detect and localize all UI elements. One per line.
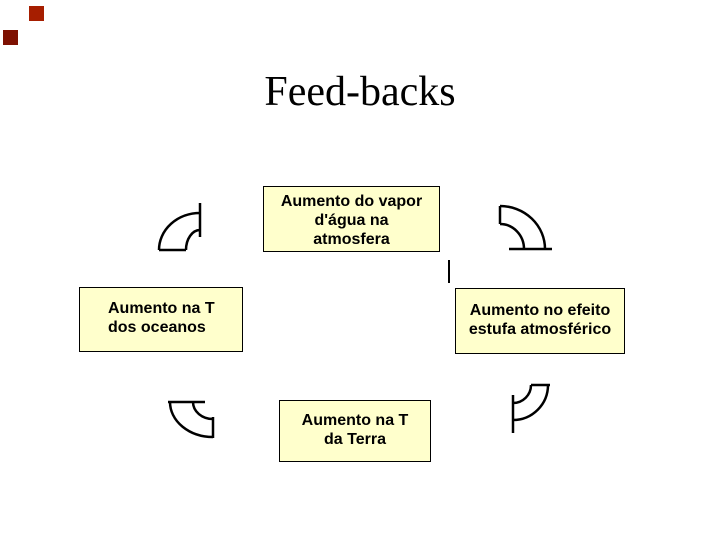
box-text-line: Aumento na T xyxy=(108,300,215,317)
connector-line xyxy=(448,260,450,283)
box-temperatura-terra: Aumento na T da Terra xyxy=(279,400,431,462)
box-temperatura-oceanos: Aumento na T dos oceanos xyxy=(79,287,243,352)
box-text-line: atmosfera xyxy=(313,231,390,248)
decor-square-icon xyxy=(29,6,44,21)
box-text-line: d'água na xyxy=(314,212,389,229)
curved-arc-upper-left-icon xyxy=(156,198,204,257)
curved-arc-lower-left-icon xyxy=(166,399,216,444)
box-text-line: Aumento na T xyxy=(301,412,409,429)
box-efeito-estufa: Aumento no efeito estufa atmosférico xyxy=(455,288,625,354)
box-text-line: dos oceanos xyxy=(108,319,206,336)
box-vapor-atmosfera: Aumento do vapor d'água na atmosfera xyxy=(263,186,440,252)
box-text-line: Aumento do vapor xyxy=(280,193,423,210)
box-text-line: estufa atmosférico xyxy=(468,321,612,338)
box-text-line: Aumento no efeito xyxy=(469,302,611,319)
curved-arc-upper-right-icon xyxy=(497,203,553,256)
curved-arc-lower-right-icon xyxy=(509,382,553,439)
box-text-line: da Terra xyxy=(324,431,386,448)
slide-title: Feed-backs xyxy=(264,69,456,115)
decor-square-icon xyxy=(3,30,18,45)
